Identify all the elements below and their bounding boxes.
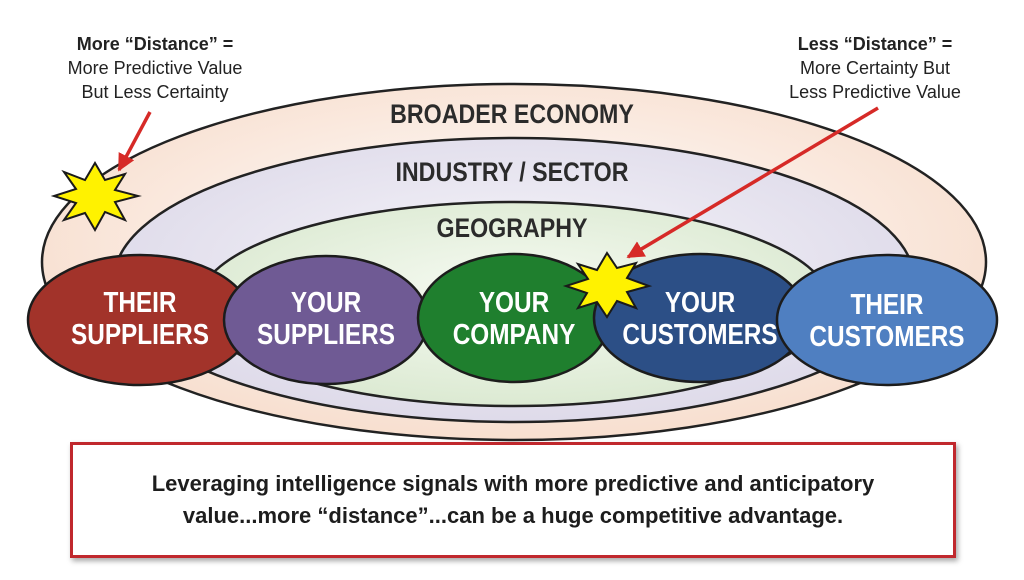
circle-your-customers-line2: CUSTOMERS (622, 318, 777, 350)
callout-line2: value...more “distance”...can be a huge … (182, 503, 844, 528)
circle-your-suppliers-line1: YOUR (291, 286, 361, 318)
note-more-distance: More “Distance” = More Predictive Value … (40, 32, 270, 104)
circle-their-suppliers-line2: SUPPLIERS (71, 318, 209, 350)
circle-their-customers-line1: THEIR (850, 288, 923, 320)
circle-their-suppliers-line1: THEIR (103, 286, 176, 318)
note-right-line2: More Certainty But (799, 58, 951, 78)
circle-your-suppliers: YOUR SUPPLIERS (222, 254, 430, 386)
arrow-left (117, 111, 152, 172)
label-geography: GEOGRAPHY (437, 213, 588, 243)
note-left-line3: But Less Certainty (81, 82, 229, 102)
label-industry-sector: INDUSTRY / SECTOR (395, 157, 628, 187)
note-less-distance: Less “Distance” = More Certainty But Les… (760, 32, 990, 104)
circle-their-customers-line2: CUSTOMERS (809, 320, 964, 352)
note-left-title: More “Distance” = (76, 34, 234, 54)
arrow-right (626, 106, 879, 259)
circle-your-suppliers-line2: SUPPLIERS (257, 318, 395, 350)
starburst-right-icon (562, 251, 653, 319)
circle-your-customers-line1: YOUR (665, 286, 735, 318)
label-broader-economy: BROADER ECONOMY (390, 99, 634, 129)
starburst-left-icon (50, 161, 142, 233)
circle-their-customers: THEIR CUSTOMERS (775, 253, 999, 387)
circle-their-suppliers: THEIR SUPPLIERS (26, 253, 254, 387)
circle-your-company-line1: YOUR (479, 286, 549, 318)
note-left-line2: More Predictive Value (67, 58, 243, 78)
circle-their-customers-shape (775, 253, 999, 387)
circle-your-company: YOUR COMPANY (416, 252, 612, 384)
note-right-line3: Less Predictive Value (789, 82, 961, 102)
note-right-title: Less “Distance” = (797, 34, 953, 54)
circle-your-company-line2: COMPANY (453, 318, 576, 350)
callout-box: Leveraging intelligence signals with mor… (70, 442, 956, 558)
callout-line1: Leveraging intelligence signals with mor… (151, 471, 875, 496)
